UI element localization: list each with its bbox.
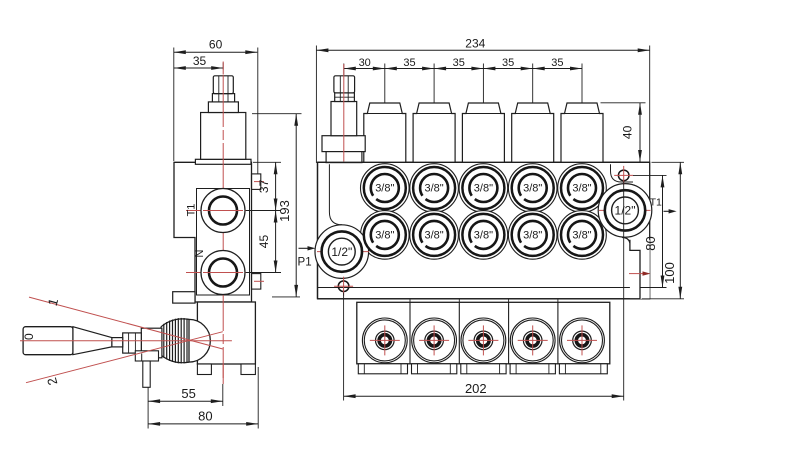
svg-text:1: 1 — [45, 297, 61, 308]
svg-text:0: 0 — [22, 333, 36, 340]
svg-text:3/8": 3/8" — [572, 230, 591, 242]
svg-text:3/8": 3/8" — [424, 183, 443, 195]
svg-text:35: 35 — [403, 57, 415, 69]
svg-text:193: 193 — [277, 200, 292, 222]
svg-text:80: 80 — [198, 409, 212, 424]
svg-text:T1: T1 — [186, 204, 198, 217]
svg-text:100: 100 — [662, 262, 677, 284]
svg-text:60: 60 — [209, 38, 223, 52]
svg-text:3/8": 3/8" — [523, 183, 542, 195]
svg-text:T1: T1 — [650, 197, 662, 209]
svg-text:37: 37 — [257, 179, 271, 193]
svg-text:3/8": 3/8" — [424, 230, 443, 242]
svg-text:234: 234 — [465, 36, 485, 50]
svg-text:30: 30 — [359, 57, 371, 69]
svg-text:80: 80 — [643, 236, 658, 250]
svg-text:45: 45 — [257, 235, 271, 249]
svg-text:3/8": 3/8" — [375, 230, 394, 242]
svg-text:35: 35 — [193, 54, 207, 68]
svg-text:3/8": 3/8" — [474, 230, 493, 242]
svg-text:35: 35 — [453, 57, 465, 69]
svg-text:1/2": 1/2" — [615, 204, 636, 218]
svg-text:3/8": 3/8" — [375, 183, 394, 195]
svg-text:202: 202 — [465, 381, 487, 396]
svg-text:P1: P1 — [298, 257, 312, 269]
svg-text:35: 35 — [551, 57, 563, 69]
svg-text:N: N — [194, 249, 206, 257]
svg-text:35: 35 — [502, 57, 514, 69]
svg-text:3/8": 3/8" — [572, 183, 591, 195]
svg-text:2: 2 — [44, 376, 60, 387]
svg-text:1/2": 1/2" — [331, 245, 352, 259]
svg-text:3/8": 3/8" — [474, 183, 493, 195]
svg-text:3/8": 3/8" — [523, 230, 542, 242]
svg-text:40: 40 — [621, 125, 635, 139]
svg-text:55: 55 — [181, 386, 195, 401]
